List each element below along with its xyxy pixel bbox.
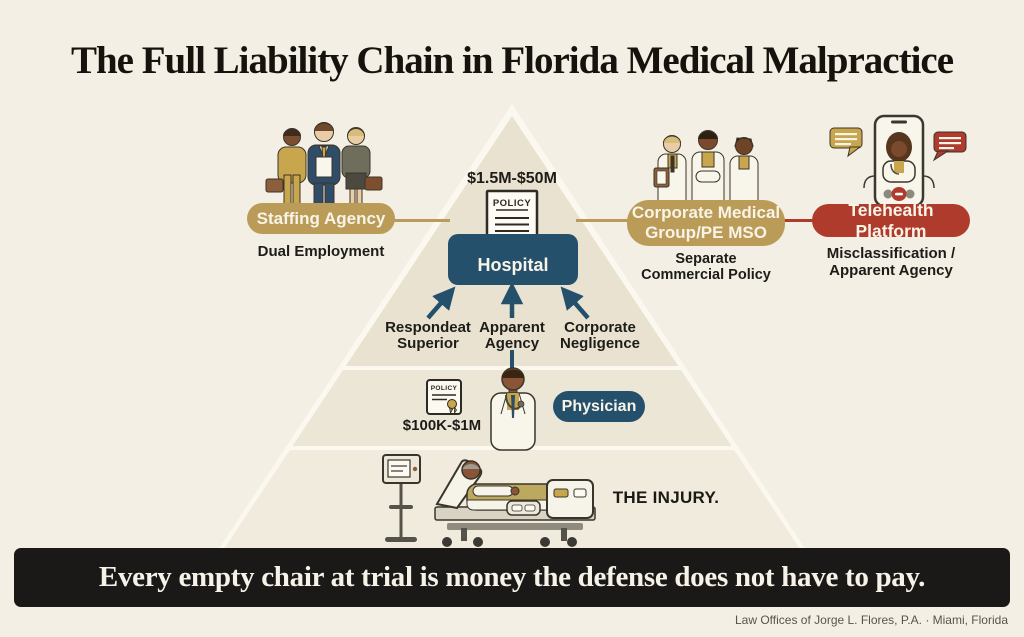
corporate-group-label: Corporate Medical Group/PE MSO [632, 203, 780, 243]
physician-policy-label: POLICY [431, 385, 458, 392]
hospital-label: Hospital [477, 255, 549, 275]
corporate-theory-line2: Commercial Policy [641, 266, 771, 283]
hospital-policy-label: POLICY [493, 198, 532, 209]
telehealth-theory-line1: Misclassification / [826, 245, 956, 262]
physician-label: Physician [561, 397, 637, 415]
policy-certificate-icon: POLICY [426, 379, 462, 415]
corporate-label-line2: Group/PE MSO [645, 223, 767, 242]
theory-apparent-agency: Apparent Agency [452, 320, 572, 352]
page-title: The Full Liability Chain in Florida Medi… [70, 39, 954, 82]
banner-quote: Every empty chair at trial is money the … [98, 561, 926, 593]
staffing-agency-node: Staffing Agency [247, 203, 395, 234]
hospital-corporate-connector [576, 219, 629, 222]
theory-respondeat-line1: Respondeat [385, 319, 471, 336]
corporate-label-line1: Corporate Medical [631, 203, 781, 222]
physician-node: Physician [553, 391, 645, 422]
telehealth-theory: Misclassification / Apparent Agency [813, 245, 969, 279]
theory-respondeat-line2: Superior [397, 335, 459, 352]
staffing-agency-people-icon [265, 122, 383, 207]
physician-figure-icon [490, 367, 536, 451]
theory-corporate-negligence: Corporate Negligence [530, 320, 670, 352]
hospital-node: Hospital [448, 234, 578, 285]
physician-coverage-amount: $100K-$1M [402, 417, 482, 434]
hospital-bed-icon [382, 454, 596, 547]
staffing-agency-label: Staffing Agency [256, 208, 386, 228]
injury-label: THE INJURY. [612, 488, 720, 507]
theory-respondeat-superior: Respondeat Superior [358, 320, 498, 352]
corporate-group-theory: Separate Commercial Policy [626, 251, 786, 283]
corporate-theory-line1: Separate [675, 251, 737, 267]
theory-apparent-line2: Agency [484, 335, 540, 352]
hospital-coverage-amount: $1.5M-$50M [467, 170, 557, 187]
firm-attribution: Law Offices of Jorge L. Flores, P.A. · M… [735, 613, 1008, 627]
telehealth-node: Telehealth Platform [812, 200, 970, 241]
telehealth-label: Telehealth Platform [848, 199, 934, 241]
bottom-banner: Every empty chair at trial is money the … [14, 548, 1010, 607]
vitals-monitor-icon [382, 454, 421, 542]
corporate-group-node: Corporate Medical Group/PE MSO [627, 200, 785, 246]
theory-apparent-line1: Apparent [479, 319, 545, 336]
telehealth-theory-line2: Apparent Agency [829, 262, 953, 279]
physician-hospital-connector [510, 350, 514, 373]
liability-arrows-icon [426, 281, 590, 320]
doctors-group-icon [653, 130, 759, 209]
staffing-agency-theory: Dual Employment [257, 243, 385, 260]
theory-corporate-line2: Negligence [559, 335, 641, 352]
telehealth-phone-icon [829, 114, 967, 208]
staffing-hospital-connector [392, 219, 450, 222]
theory-corporate-line1: Corporate [564, 319, 636, 336]
corporate-telehealth-connector [784, 219, 814, 222]
